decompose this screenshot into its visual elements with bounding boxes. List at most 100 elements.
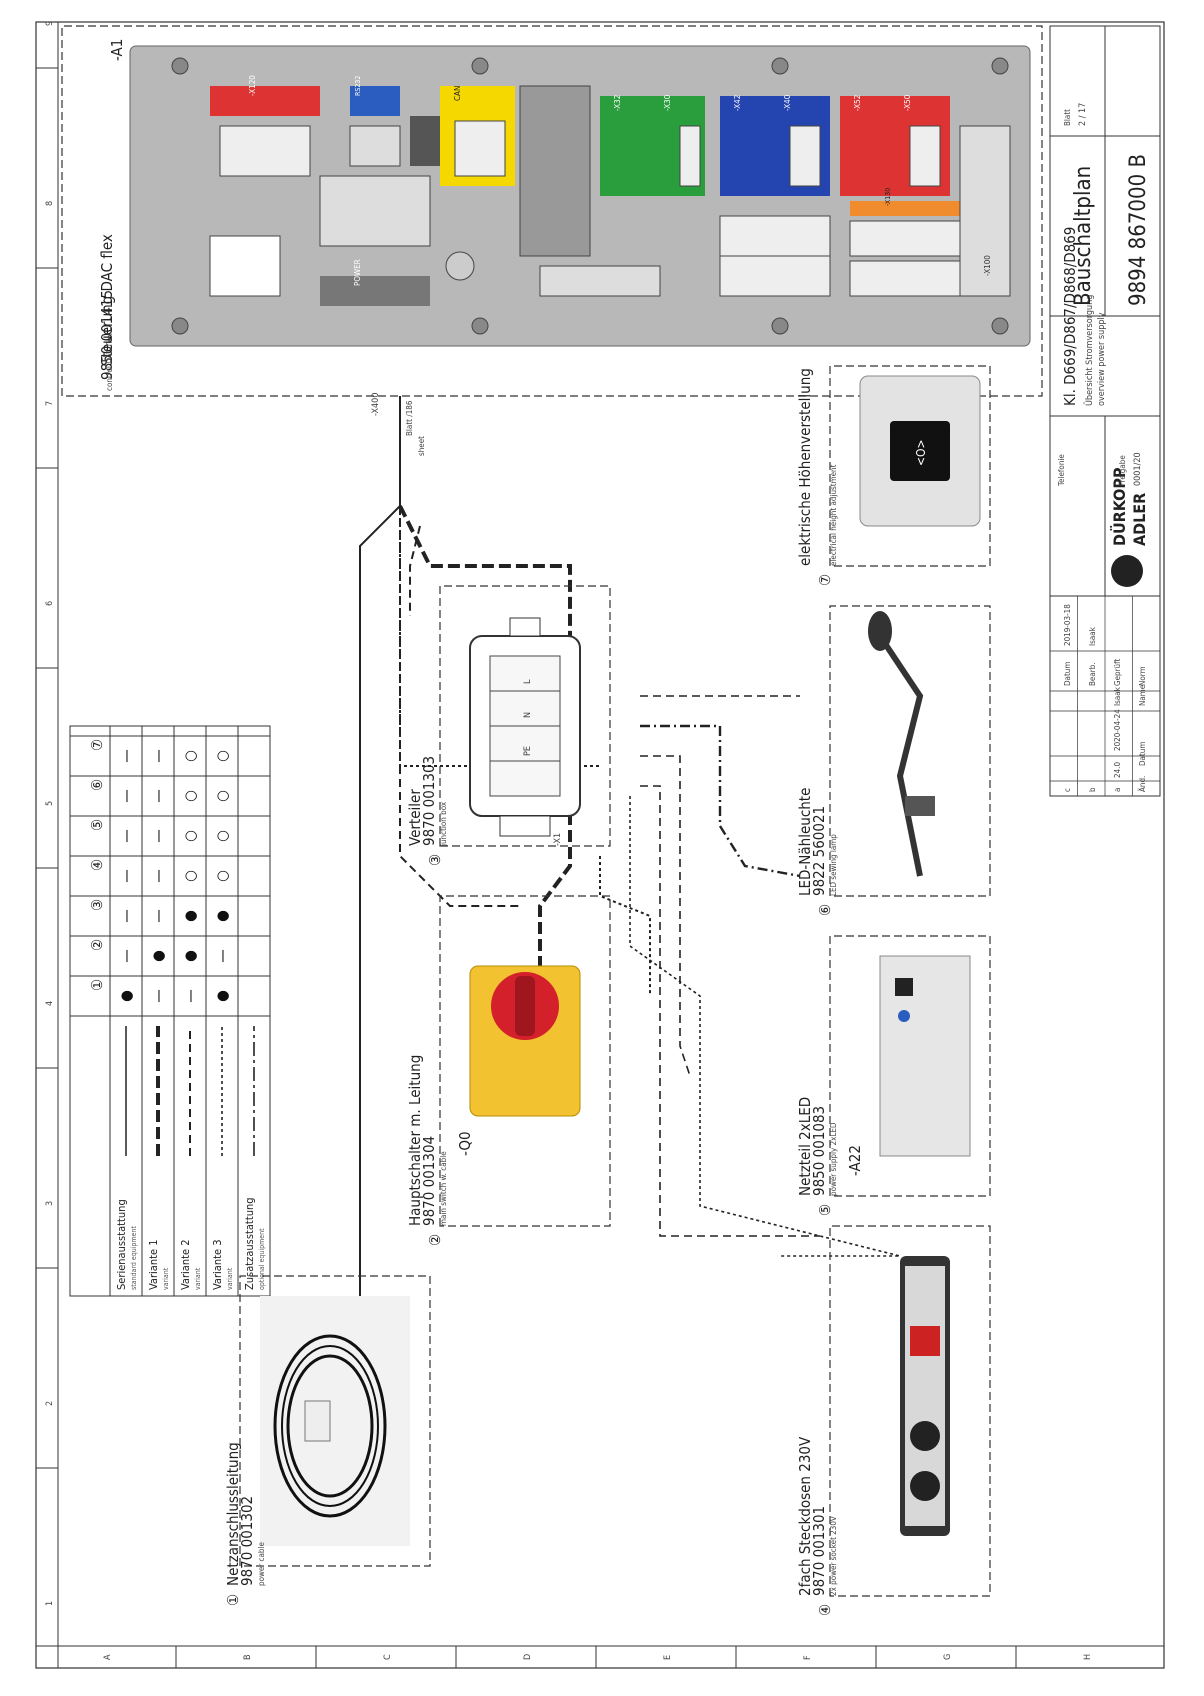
port-label-power: POWER <box>353 259 362 286</box>
controller-sub: control DAC flex <box>105 332 114 391</box>
legend-mark: ○ <box>181 790 199 802</box>
label-led-lamp: ⑥ LED-Nähleuchte 9822 560021 LED sewing … <box>796 788 838 916</box>
port-label-x52: -X52 <box>853 95 862 111</box>
comp-4-num: ④ <box>816 1604 834 1616</box>
legend-row-label: Variante 3 <box>211 1239 224 1290</box>
title-block: c Datum 2019-03-18 b Bearb. Isaak a 24.0… <box>1049 25 1161 797</box>
revision-grid <box>1050 596 1160 796</box>
col-label-2: 2 <box>45 1401 55 1406</box>
col-label-1: 1 <box>45 1601 55 1606</box>
ruler-ticks <box>36 67 1017 1668</box>
label-junction-box: ③ Verteiler 9870 001303 junction box <box>406 756 448 866</box>
port-red-connector-icon <box>909 125 941 187</box>
port-label-rs232: RS232 <box>354 76 362 96</box>
comp-6-title: LED-Nähleuchte <box>796 788 814 896</box>
blatt-value: 2 / 17 <box>1078 103 1088 126</box>
port-rj45-icon <box>349 125 401 167</box>
screw-icon <box>171 317 189 335</box>
comp-1-part: 9870 001302 <box>238 1496 256 1586</box>
port-subd-icon <box>719 215 831 257</box>
screw-icon <box>471 57 489 75</box>
port-ethernet-icon <box>519 85 591 257</box>
label-height-adjustment: ⑦ elektrische Höhenverstellung electrica… <box>796 368 838 586</box>
power-cable-coil-icon <box>260 1296 410 1546</box>
main-switch-yellow-icon <box>469 965 581 1117</box>
port-x100-large-subd-icon <box>959 125 1011 297</box>
box-power-cable <box>239 1275 431 1567</box>
logo-text-2: ADLER <box>1130 493 1149 546</box>
port-label-x42: -X42 <box>733 95 742 111</box>
comp-6-num: ⑥ <box>816 904 834 916</box>
terminal-strip-icon <box>539 265 661 297</box>
label-power-cable: ① Netzanschlussleitung 9870 001302 power… <box>224 1442 266 1606</box>
legend-mark: — <box>149 869 167 883</box>
label-led-psu: ⑤ Netzteil 2xLED 9850 001083 power suppl… <box>796 1097 864 1216</box>
screw-icon <box>991 57 1009 75</box>
legend-mark: ○ <box>213 790 231 802</box>
rev-cell: a <box>1113 788 1122 792</box>
led-sewing-lamp-icon <box>868 611 935 877</box>
power-socket-strip-icon <box>900 1256 950 1536</box>
port-x120-red-icon <box>210 86 320 116</box>
rev-cell: Datum <box>1138 742 1147 766</box>
col-label-9: 9 <box>45 21 55 26</box>
port-label-can: CAN <box>453 86 462 101</box>
power-label-plate <box>320 276 430 306</box>
wire-label-x400: -X400 <box>371 393 381 416</box>
col-label-3: 3 <box>45 1201 55 1206</box>
port-label-x32: -X32 <box>613 95 622 111</box>
legend-row-sub: standard equipment <box>130 1225 138 1290</box>
desc-en: overview power supply <box>1097 312 1107 406</box>
comp-7-num: ⑦ <box>816 574 834 586</box>
comp-6-part: 9822 560021 <box>810 806 828 896</box>
legend-mark: — <box>117 949 135 963</box>
power-switch-icon <box>209 235 281 297</box>
controller-dashed-box <box>61 25 1043 397</box>
legend-header-7: ⑦ <box>88 739 106 751</box>
legend-mark: — <box>213 949 231 963</box>
comp-2-title: Hauptschalter m. Leitung <box>406 1055 424 1226</box>
legend-mark: ● <box>117 990 135 1002</box>
box-main-switch <box>439 895 611 1227</box>
legend-mark: ○ <box>213 830 231 842</box>
legend-mark: ○ <box>181 870 199 882</box>
comp-1-sub: power cable <box>257 1542 266 1586</box>
legend-header-4: ④ <box>88 859 106 871</box>
terminal-label-n: N <box>523 712 533 718</box>
legend-row-label: Variante 1 <box>147 1239 160 1290</box>
legend-mark: — <box>117 869 135 883</box>
box-junction <box>439 585 611 847</box>
legend-mark: ● <box>149 950 167 962</box>
screw-icon <box>771 317 789 335</box>
comp-5-title: Netzteil 2xLED <box>796 1097 814 1196</box>
port-label-x30: -X30 <box>663 94 672 111</box>
rev-cell: Geprüft <box>1113 659 1122 686</box>
comp-5-sub: power supply 2xLED <box>829 1122 838 1196</box>
legend-mark: — <box>117 749 135 763</box>
wire-x1-dotted <box>599 856 651 996</box>
port-label-x50: -X50 <box>903 94 912 111</box>
row-label-e: E <box>663 1655 673 1660</box>
led-power-supply-icon <box>879 955 971 1157</box>
wire-x1-to-main-switch <box>538 796 572 976</box>
comp-5-num: ⑤ <box>816 1204 834 1216</box>
comp-1-num: ① <box>224 1594 242 1606</box>
legend-header-1: ① <box>88 979 106 991</box>
wire-to-power-socket <box>640 785 820 1237</box>
legend-header-2: ② <box>88 939 106 951</box>
rev-cell: Isaak <box>1088 626 1097 646</box>
rev-cell: Isaak <box>1113 686 1122 706</box>
port-x32-x30-green-icon <box>600 96 705 196</box>
port-label-x100: -X100 <box>983 255 992 276</box>
telefonie-label: Telefonie <box>1057 454 1066 487</box>
port-can-connector-icon <box>454 120 506 177</box>
col-label-8: 8 <box>45 201 55 206</box>
legend-mark: — <box>149 789 167 803</box>
screw-icon <box>171 57 189 75</box>
column-labels: 1 2 3 4 5 6 7 8 9 <box>45 21 55 1606</box>
